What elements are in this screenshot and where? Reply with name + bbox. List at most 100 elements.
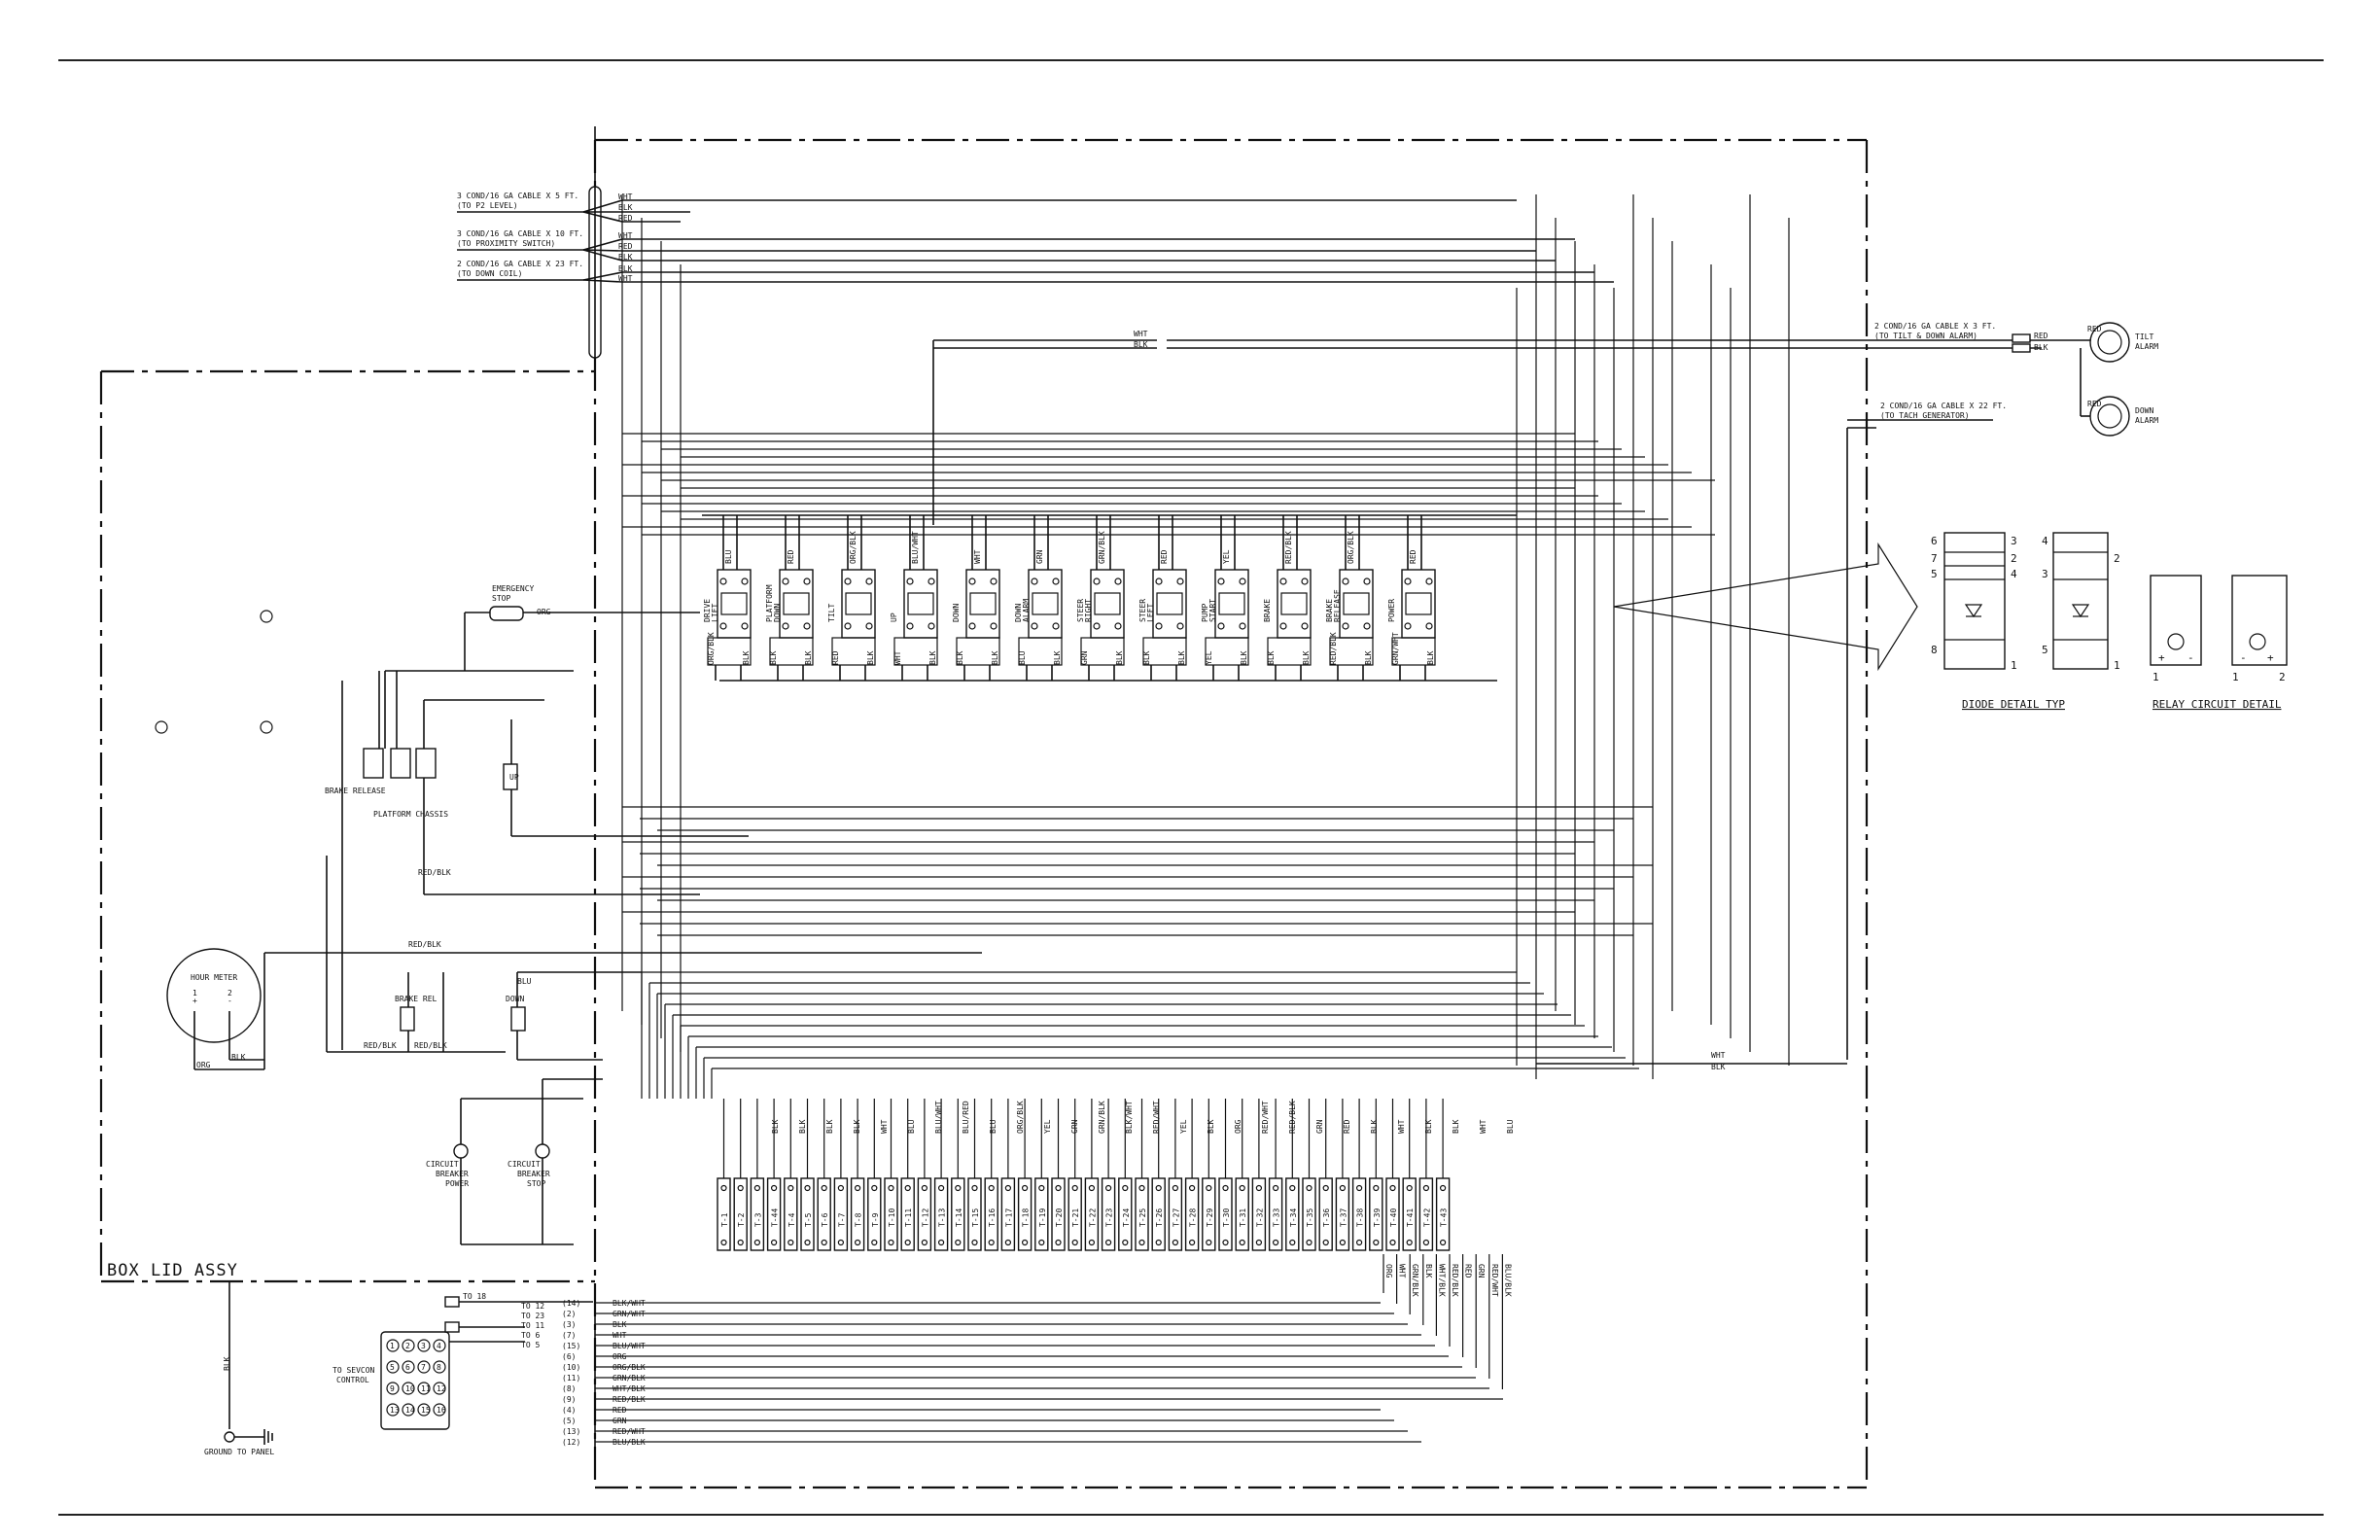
circuit-breaker-stop: CIRCUIT BREAKER STOP: [508, 1078, 603, 1244]
detail-callout-arrow: [1613, 542, 1918, 672]
relay-label: DOWN: [952, 604, 961, 622]
terminal-T-23: T-23: [1101, 1099, 1116, 1251]
terminal-T-38: T-38: [1351, 1099, 1367, 1251]
terminal-T-2: T-2: [733, 1099, 748, 1251]
relay-bottom-wire-blk: BLK: [928, 650, 937, 665]
platform-chassis: BRAKE RELEASE PLATFORM CHASSIS UP RED/BL…: [325, 670, 749, 1053]
internal-wiring: [621, 194, 1790, 1099]
relay-label: PUMP: [1201, 604, 1209, 622]
harness-pin: (12): [562, 1438, 580, 1447]
terminal-bottom-wire: RED: [1464, 1264, 1473, 1278]
terminal-label: T-3: [753, 1212, 762, 1227]
relay-top-wire: GRN/BLK: [1098, 531, 1106, 564]
svg-text:RED/BLK: RED/BLK: [414, 1041, 447, 1050]
terminal-top-wire: WHT: [880, 1119, 889, 1134]
svg-text:BLU: BLU: [517, 977, 532, 986]
terminal-top-wire: BLK: [771, 1119, 780, 1134]
relay-bottom-wire: WHT: [893, 650, 902, 665]
svg-text:DOWN: DOWN: [506, 995, 524, 1003]
terminal-label: T-5: [804, 1212, 813, 1227]
terminal-T-22: T-22: [1084, 1099, 1100, 1251]
svg-text:8: 8: [1931, 644, 1938, 656]
terminal-label: T-15: [971, 1208, 980, 1227]
svg-text:WHT: WHT: [618, 192, 633, 201]
relay-label-2: LEFT: [1146, 604, 1155, 622]
mounting-hole: [155, 720, 168, 734]
sevcon-pin: [402, 1403, 415, 1417]
sevcon-pin-number: 9: [390, 1384, 395, 1393]
relay-bottom-wire: BLU: [1018, 650, 1027, 665]
harness-pin: (14): [562, 1299, 580, 1308]
relay-top-wire: WHT: [973, 549, 982, 564]
terminal-T-16: T-16: [984, 1099, 998, 1251]
terminal-label: T-9: [871, 1212, 880, 1227]
svg-text:BLK: BLK: [1711, 1063, 1726, 1071]
box-lid-label: BOX LID ASSY: [107, 1261, 238, 1280]
relay-bottom-wire-blk: BLK: [1115, 650, 1124, 665]
terminal-top-wire: BLK: [1370, 1119, 1379, 1134]
sevcon-pin: [433, 1382, 446, 1395]
sevcon-pin-number: 7: [421, 1363, 426, 1372]
svg-text:1: 1: [2011, 659, 2017, 672]
terminal-top-wire: BLK: [1207, 1119, 1215, 1134]
terminal-T-3: T-3: [750, 1099, 765, 1251]
terminal-top-wire: RED/BLK: [1288, 1101, 1297, 1134]
emergency-stop: EMERGENCY STOP ORG: [464, 584, 700, 671]
terminal-T-30: T-30: [1218, 1099, 1233, 1251]
relay-bottom-wire-blk: BLK: [742, 650, 751, 665]
terminal-T-35: T-35: [1302, 1099, 1316, 1251]
svg-text:BLK: BLK: [2034, 343, 2048, 352]
relay-label: POWER: [1387, 599, 1396, 622]
to-label: TO 23: [521, 1312, 544, 1320]
terminal-label: T-18: [1022, 1208, 1031, 1227]
terminal-label: T-38: [1356, 1208, 1365, 1227]
svg-text:2 COND/16 GA CABLE X 22 FT.: 2 COND/16 GA CABLE X 22 FT.: [1880, 402, 2007, 410]
mounting-hole: [260, 610, 273, 623]
svg-text:BLK: BLK: [1134, 340, 1148, 349]
relay-bottom-wire-blk: BLK: [1302, 650, 1311, 665]
terminal-label: T-43: [1440, 1208, 1449, 1227]
svg-text:2: 2: [2279, 671, 2286, 683]
terminal-T-14: T-14: [951, 1099, 965, 1251]
relay-bottom-wire: YEL: [1205, 650, 1213, 665]
sevcon-pin-number: 4: [437, 1342, 441, 1350]
terminal-bottom-wire: GRN: [1477, 1264, 1486, 1278]
svg-text:WHT: WHT: [1134, 330, 1148, 338]
svg-text:3: 3: [2042, 568, 2048, 580]
relay-top-wire: GRN: [1035, 549, 1044, 564]
relay-label: STEER: [1138, 599, 1147, 622]
sevcon-pin: [433, 1403, 446, 1417]
svg-text:5: 5: [1931, 568, 1938, 580]
cable-down-coil: 2 COND/16 GA CABLE X 23 FT. (TO DOWN COI…: [457, 260, 1614, 283]
relay-bottom-wire-blk: BLK: [991, 650, 999, 665]
relay-bottom-wire-blk: BLK: [1240, 650, 1248, 665]
relay-top-wire: BLU/WHT: [911, 531, 920, 564]
relay-top-wire: RED: [1160, 549, 1169, 564]
sevcon-pin-number: 1: [390, 1342, 395, 1350]
relay-detail-a: 1 + -: [2150, 575, 2202, 683]
svg-text:+: +: [192, 997, 197, 1005]
svg-text:2 COND/16 GA CABLE X 3 FT.: 2 COND/16 GA CABLE X 3 FT.: [1874, 322, 1996, 331]
svg-text:7: 7: [1931, 552, 1938, 565]
svg-text:-: -: [2188, 651, 2194, 664]
sevcon-pin: [402, 1360, 415, 1374]
cable-tach-generator: 2 COND/16 GA CABLE X 22 FT. (TO TACH GEN…: [1846, 402, 2007, 1060]
svg-text:EMERGENCY: EMERGENCY: [492, 584, 535, 593]
svg-text:PLATFORM CHASSIS: PLATFORM CHASSIS: [373, 810, 448, 819]
terminal-top-wire: BLK: [853, 1119, 861, 1134]
terminal-T-26: T-26: [1151, 1099, 1166, 1251]
relay-top-wire: RED/BLK: [1284, 531, 1293, 564]
terminal-top-wire: BLU/WHT: [934, 1101, 943, 1134]
harness-pin: (7): [562, 1331, 576, 1340]
terminal-T-31: T-31: [1235, 1099, 1249, 1251]
terminal-bottom-wire: GRN/BLK: [1411, 1264, 1419, 1297]
svg-text:ALARM: ALARM: [2135, 416, 2158, 425]
down-alarm: RED DOWN ALARM: [2080, 348, 2158, 437]
svg-text:-: -: [2240, 651, 2247, 664]
